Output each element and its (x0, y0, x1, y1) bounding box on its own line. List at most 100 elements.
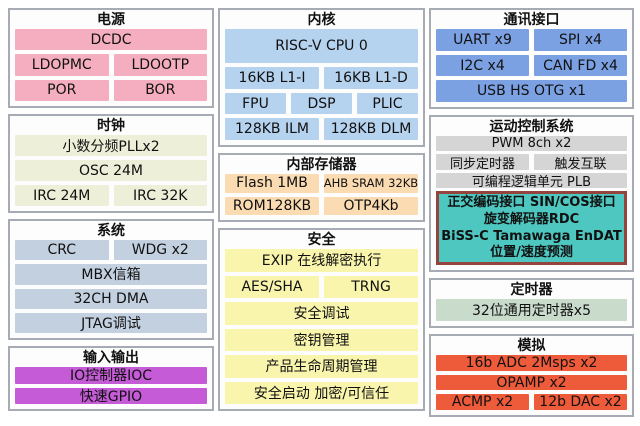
block-row: USB HS OTG x1 (436, 80, 627, 103)
block-core-cell: FPU (225, 92, 286, 115)
group-rows-timer: 32位通用定时器x5 (436, 299, 627, 321)
group-title-memory: 内部存储器 (286, 157, 357, 173)
block-row: PWM 8ch x2 (436, 136, 627, 152)
encoder-highlight-line: 位置/速度预测 (490, 245, 573, 261)
block-memory-cell: ROM128KB (225, 196, 319, 215)
block-core-cell: 128KB ILM (225, 118, 319, 140)
block-system-cell: 32CH DMA (15, 288, 207, 309)
block-memory-cell: Flash 1MB (225, 174, 319, 193)
block-motion-cell: 触发互联 (534, 154, 627, 170)
block-security-cell: EXIP 在线解密执行 (225, 249, 418, 272)
block-row: Flash 1MB AHB SRAM 32KB (225, 174, 418, 193)
block-power-cell: LDOOTP (113, 54, 207, 76)
block-security-cell: 产品生命周期管理 (225, 355, 418, 378)
block-power-cell: POR (15, 79, 109, 101)
group-title-io: 输入输出 (83, 350, 139, 366)
encoder-highlight-line: BiSS-C Tamawaga EnDAT (441, 228, 622, 244)
block-motion-cell: 同步定时器 (436, 154, 529, 170)
block-comm-cell: UART x9 (436, 29, 529, 51)
block-row: 16b ADC 2Msps x2 (436, 355, 627, 371)
block-motion-cell: PWM 8ch x2 (436, 136, 627, 152)
block-analog-cell: OPAMP x2 (436, 374, 627, 391)
encoder-highlight-line: 正交编码接口 SIN/COS接口 (447, 195, 616, 211)
block-core-cell: 16KB L1-I (225, 67, 319, 89)
block-memory-cell: AHB SRAM 32KB (324, 174, 418, 193)
block-security-cell: 安全调试 (225, 302, 418, 325)
block-row: DCDC (15, 29, 207, 51)
block-row: 密钥管理 (225, 328, 418, 351)
encoder-highlight-line: 旋变解码器RDC (483, 211, 580, 227)
block-core-cell: DSP (291, 92, 352, 115)
block-power-cell: DCDC (15, 29, 207, 51)
block-row: 产品生命周期管理 (225, 355, 418, 378)
block-system-cell: CRC (15, 240, 109, 261)
block-row: OPAMP x2 (436, 374, 627, 391)
group-title-power: 电源 (97, 12, 125, 28)
block-system-cell: MBX信箱 (15, 264, 207, 285)
block-system-cell: WDG x2 (113, 240, 207, 261)
block-core-cell: PLIC (357, 92, 418, 115)
block-clock-cell: 小数分频PLLx2 (15, 135, 207, 156)
block-row: 可编程逻辑单元 PLB (436, 172, 627, 189)
block-security-cell: 安全启动 加密/可信任 (225, 381, 418, 404)
block-comm-cell: USB HS OTG x1 (436, 80, 627, 103)
block-timer-cell: 32位通用定时器x5 (436, 299, 627, 321)
block-system-cell: JTAG调试 (15, 312, 207, 333)
block-row: ACMP x2 12b DAC x2 (436, 394, 627, 411)
block-row: RISC-V CPU 0 (225, 29, 418, 64)
block-row: 小数分频PLLx2 (15, 135, 207, 156)
block-security-cell: TRNG (324, 275, 418, 298)
block-row: 安全调试 (225, 302, 418, 325)
group-title-core: 内核 (307, 12, 336, 28)
block-row: EXIP 在线解密执行 (225, 249, 418, 272)
group-title-comm: 通讯接口 (503, 12, 560, 28)
block-row: MBX信箱 (15, 264, 207, 285)
group-rows-analog: 16b ADC 2Msps x2 OPAMP x2 ACMP x2 12b DAC x… (436, 355, 627, 411)
block-comm-cell: CAN FD x4 (534, 54, 627, 77)
block-core-cell: 128KB DLM (324, 118, 418, 140)
group-title-analog: 模拟 (517, 338, 546, 354)
block-row: 安全启动 加密/可信任 (225, 381, 418, 404)
block-analog-cell: 12b DAC x2 (534, 394, 627, 411)
block-clock-cell: IRC 24M (15, 185, 109, 206)
block-power-cell: BOR (113, 79, 207, 101)
block-power-cell: LDOPMC (15, 54, 109, 76)
block-clock-cell: IRC 32K (113, 185, 207, 206)
block-row: IO控制器IOC (15, 367, 207, 384)
block-analog-cell: ACMP x2 (436, 394, 529, 411)
block-row: 32位通用定时器x5 (436, 299, 627, 321)
group-title-security: 安全 (307, 232, 336, 248)
block-motion-cell: 可编程逻辑单元 PLB (436, 172, 627, 189)
block-comm-cell: I2C x4 (436, 54, 529, 77)
block-row: 同步定时器触发互联 (436, 154, 627, 170)
